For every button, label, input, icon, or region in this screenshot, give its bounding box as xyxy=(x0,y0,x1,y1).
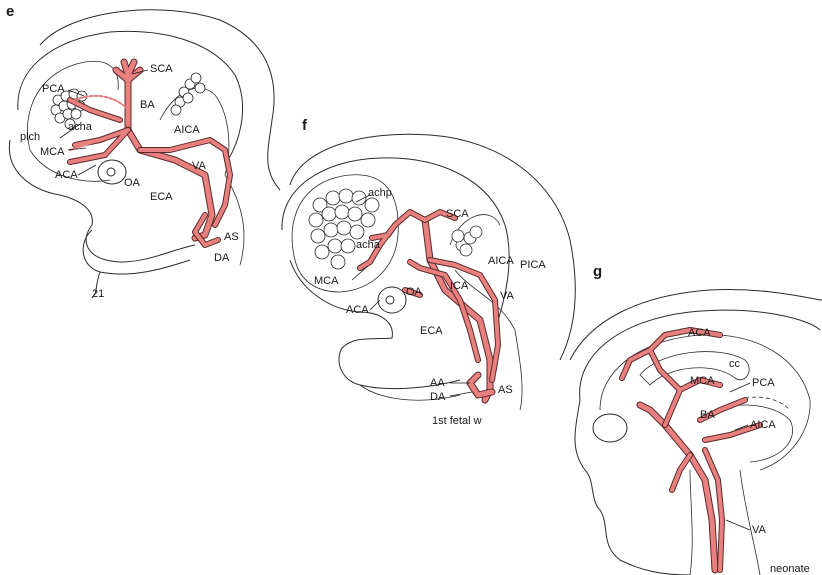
panel-f-outer-outline xyxy=(289,133,576,361)
panel-e-label-plch: plch xyxy=(20,131,40,143)
panel-g-dashed-line xyxy=(744,396,791,411)
panel-f-eye-lens xyxy=(385,295,395,305)
panel-g-label-ba: BA xyxy=(700,409,715,421)
panel-e-label-da: DA xyxy=(214,252,230,264)
panel-g-skull-outline xyxy=(569,289,822,361)
panel-f-body-outline xyxy=(359,329,523,411)
panel-g-caption: neonate xyxy=(770,563,810,575)
panel-e-label-oa: OA xyxy=(124,177,141,189)
panel-g-vessels xyxy=(619,327,763,574)
panel-f-label-oa: OA xyxy=(406,286,423,298)
panel-e-label-acha: acha xyxy=(68,121,93,133)
panel-g-label-aca: ACA xyxy=(688,327,711,339)
panel-f-eye xyxy=(377,286,407,314)
panel-e-limb-outline xyxy=(82,229,191,299)
panel-f-label-mca: MCA xyxy=(314,275,339,287)
panel-e-hindbrain-outline xyxy=(159,87,230,176)
panel-f-label-aica: AICA xyxy=(488,255,514,267)
panel-f: f achp SCA acha xyxy=(281,117,576,427)
panel-g-label-mca: MCA xyxy=(690,375,715,387)
panel-f-label-sca: SCA xyxy=(446,208,469,220)
panel-e-outer-outline xyxy=(39,9,281,191)
panel-f-caption: 1st fetal w xyxy=(432,415,482,427)
panel-g-corpus-callosum xyxy=(639,351,750,386)
panel-g-face-outline xyxy=(574,399,691,575)
panel-e-brain-outline xyxy=(17,30,243,161)
panel-e-eye-lens xyxy=(106,167,116,177)
panel-e-label-ba: BA xyxy=(140,99,155,111)
panel-f-label-acha: acha xyxy=(356,239,381,251)
panel-e-label-sca: SCA xyxy=(150,63,173,75)
panel-g: g ACA cc MCA PCA BA AICA VA neonate xyxy=(569,263,822,575)
panel-e-label-aca: ACA xyxy=(55,169,78,181)
panel-f-label-va: VA xyxy=(500,290,515,302)
panel-f-label-aca: ACA xyxy=(346,304,369,316)
panel-f-label-as: AS xyxy=(498,384,513,396)
panel-f-label-pica: PICA xyxy=(520,259,546,271)
panel-f-label-da: DA xyxy=(430,391,446,403)
panel-e: e xyxy=(6,3,281,300)
panel-f-face-outline xyxy=(289,259,461,390)
panel-g-label-aica: AICA xyxy=(750,419,776,431)
panel-g-label-pca: PCA xyxy=(752,377,775,389)
panel-g-label-cc: cc xyxy=(729,358,741,370)
panel-e-label-mca: MCA xyxy=(40,146,65,158)
panel-e-label-as: AS xyxy=(224,231,239,243)
panel-f-brain-outline xyxy=(281,157,510,331)
panel-e-caption: 21 xyxy=(92,288,104,300)
panel-g-letter: g xyxy=(593,263,602,280)
panel-e-eye xyxy=(97,159,127,185)
panel-e-label-pca: PCA xyxy=(42,83,65,95)
panel-e-label-va: VA xyxy=(192,160,207,172)
panel-e-vessels xyxy=(67,58,233,248)
panel-e-letter: e xyxy=(6,3,14,20)
panel-g-label-va: VA xyxy=(752,524,767,536)
panel-e-label-eca: ECA xyxy=(150,191,173,203)
panel-f-label-eca: ECA xyxy=(420,325,443,337)
panel-f-letter: f xyxy=(302,117,308,134)
panel-g-eye xyxy=(592,413,628,443)
panel-e-face-outline xyxy=(8,139,196,263)
panel-e-label-aica: AICA xyxy=(174,124,200,136)
panel-g-cortex-outline xyxy=(599,334,811,471)
panel-f-label-ica: ICA xyxy=(450,280,469,292)
panel-f-vessels xyxy=(357,209,501,404)
panel-g-neck-outline xyxy=(689,469,761,575)
panel-f-choroid-plexus xyxy=(308,188,483,270)
panel-f-label-aa: AA xyxy=(430,377,445,389)
panel-f-label-achp: achp xyxy=(368,187,392,199)
panel-g-brain-outline xyxy=(579,309,821,401)
